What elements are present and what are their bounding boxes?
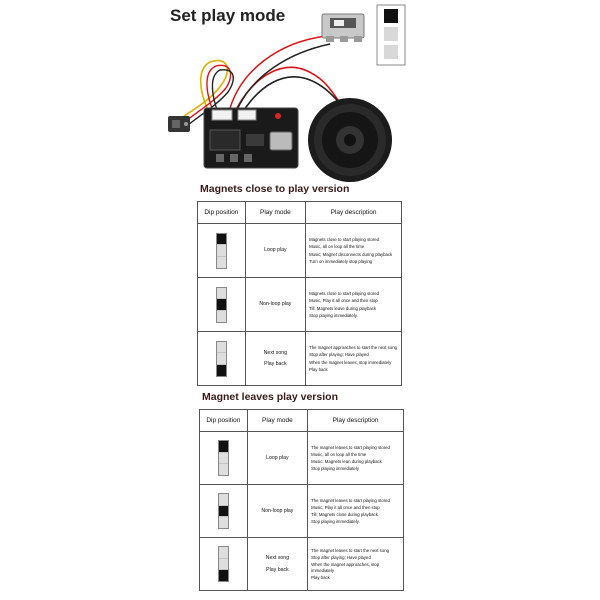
play-mode-cell: Next song Play back	[246, 537, 309, 591]
play-description-cell: The magnet leaves to start playing store…	[307, 431, 404, 485]
description-line: Magnets close to start playing stored	[309, 237, 380, 243]
slide-switch	[321, 13, 365, 42]
table-header-row: Dip position Play mode Play description	[197, 201, 402, 224]
description-line: Stop playing immediately.	[309, 312, 358, 318]
play-description-cell: Magnets close to start playing stored Mu…	[305, 223, 402, 278]
description-line: Music, Play it all once and then stop	[311, 504, 380, 510]
dip-switch-icon	[217, 440, 229, 476]
header-dip-position: Dip position	[197, 201, 246, 224]
play-description-cell: The magnet approaches to start the next …	[305, 331, 402, 386]
wire-black-switch	[233, 43, 331, 118]
description-line: Music, all on loop all the time	[309, 244, 365, 250]
description-line: The magnet approaches to start the next …	[309, 345, 397, 351]
description-line: Till; Magnets close during playback	[311, 512, 378, 517]
description-line: Stop playing immediately.	[311, 519, 360, 525]
speaker	[308, 98, 392, 182]
page-title: Set play mode	[170, 6, 286, 25]
play-mode-cell: Loop play	[246, 431, 309, 485]
wire-yellow-sensor	[183, 59, 229, 119]
play-mode-table-leaves: Dip position Play mode Play description …	[199, 409, 404, 591]
description-line: Turn on immediately stop playing	[309, 258, 372, 264]
description-line: Music; Magnets lean during playback	[311, 459, 382, 464]
table-row: Next song Play back The magnet leaves to…	[199, 537, 404, 591]
header-dip-position: Dip position	[199, 409, 248, 432]
description-line: Stop playing immediately	[311, 466, 359, 472]
description-line: Till; Magnets leave during playback	[309, 305, 377, 311]
table-header-row: Dip position Play mode Play description	[199, 409, 404, 432]
description-line: The magnet leaves to start playing store…	[311, 444, 390, 450]
description-line: Stop after playing; Have played	[311, 555, 371, 561]
circuit-board	[203, 107, 299, 169]
play-mode-label: Next song	[265, 555, 290, 561]
table-row: Loop play Magnets close to start playing…	[197, 223, 402, 278]
play-mode-cell: Loop play	[244, 223, 307, 278]
description-line: Magnets close to start playing stored	[309, 291, 380, 297]
play-mode-label: Loop play	[266, 454, 289, 461]
play-description-cell: The magnet leaves to start playing store…	[307, 484, 404, 538]
table-row: Non-loop play Magnets close to start pla…	[197, 277, 402, 332]
header-play-description: Play description	[305, 201, 402, 224]
description-line: Play back	[311, 574, 330, 580]
dip-position-cell	[199, 537, 248, 591]
dip-switch-icon	[215, 286, 227, 323]
play-mode-table-close: Dip position Play mode Play description …	[197, 201, 402, 386]
table-row: Loop play The magnet leaves to start pla…	[199, 431, 404, 485]
description-line: When the magnet leaves, stop immediately	[309, 359, 392, 365]
dip-position-cell	[199, 484, 248, 538]
header-play-mode: Play mode	[246, 409, 309, 432]
description-line: Music; Magnet disconnects during playbac…	[309, 251, 393, 257]
play-mode-label: Next song	[263, 349, 288, 356]
description-line: Play back	[309, 366, 328, 372]
description-line: The magnet leaves to start playing store…	[311, 497, 390, 503]
dip-position-cell	[197, 331, 246, 386]
play-mode-cell: Non-loop play	[246, 484, 309, 538]
section-title-magnets-close: Magnets close to play version	[200, 183, 350, 195]
magnetic-sensor	[168, 116, 190, 132]
dip-switch-icon	[215, 232, 227, 269]
play-mode-cell: Next song Play back	[244, 331, 307, 386]
header-play-description: Play description	[307, 409, 404, 432]
table-row: Non-loop play The magnet leaves to start…	[199, 484, 404, 538]
play-mode-label: Non-loop play	[261, 507, 294, 514]
table-row: Next song Play back The magnet approache…	[197, 331, 402, 386]
product-illustration	[168, 4, 406, 182]
description-line: The magnet leaves to start the next song	[311, 548, 389, 554]
description-line: When the magnet approaches, stop immedia…	[311, 562, 380, 573]
dip-switch-legend	[376, 4, 406, 66]
play-mode-label: Loop play	[264, 247, 287, 254]
header-play-mode: Play mode	[244, 201, 307, 224]
play-mode-label: Play back	[266, 566, 289, 573]
play-mode-label: Non-loop play	[259, 301, 292, 308]
dip-switch-icon	[215, 340, 227, 377]
play-description-cell: Magnets close to start playing stored Mu…	[305, 277, 402, 332]
dip-position-cell	[199, 431, 248, 485]
description-line: Music, Play it all once and then stop	[309, 298, 378, 304]
dip-switch-icon	[217, 493, 229, 529]
wire-red-switch	[227, 35, 327, 117]
dip-switch-icon	[217, 546, 229, 582]
play-mode-label: Play back	[264, 361, 287, 367]
play-description-cell: The magnet leaves to start the next song…	[307, 537, 404, 591]
description-line: Music, all on loop all the time	[311, 451, 367, 457]
section-title-magnet-leaves: Magnet leaves play version	[202, 391, 338, 403]
description-line: Stop after playing; Have played	[309, 352, 369, 358]
dip-position-cell	[197, 277, 246, 332]
play-mode-cell: Non-loop play	[244, 277, 307, 332]
dip-position-cell	[197, 223, 246, 278]
